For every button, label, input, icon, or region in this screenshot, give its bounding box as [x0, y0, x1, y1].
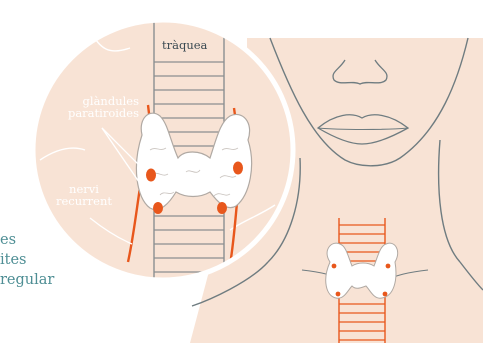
parathyroid-label-line2: paratiroides [53, 107, 139, 119]
nerve-label: nervi recurrent [45, 183, 123, 207]
background-text-line1: es [0, 233, 16, 248]
background-text-line2: ites [0, 253, 27, 268]
nerve-label-line2: recurrent [45, 195, 123, 207]
trachea-label: tràquea [160, 39, 209, 53]
parathyroid-label: glàndules paratiroides [53, 95, 139, 119]
background-text-line3: regular [0, 273, 54, 288]
